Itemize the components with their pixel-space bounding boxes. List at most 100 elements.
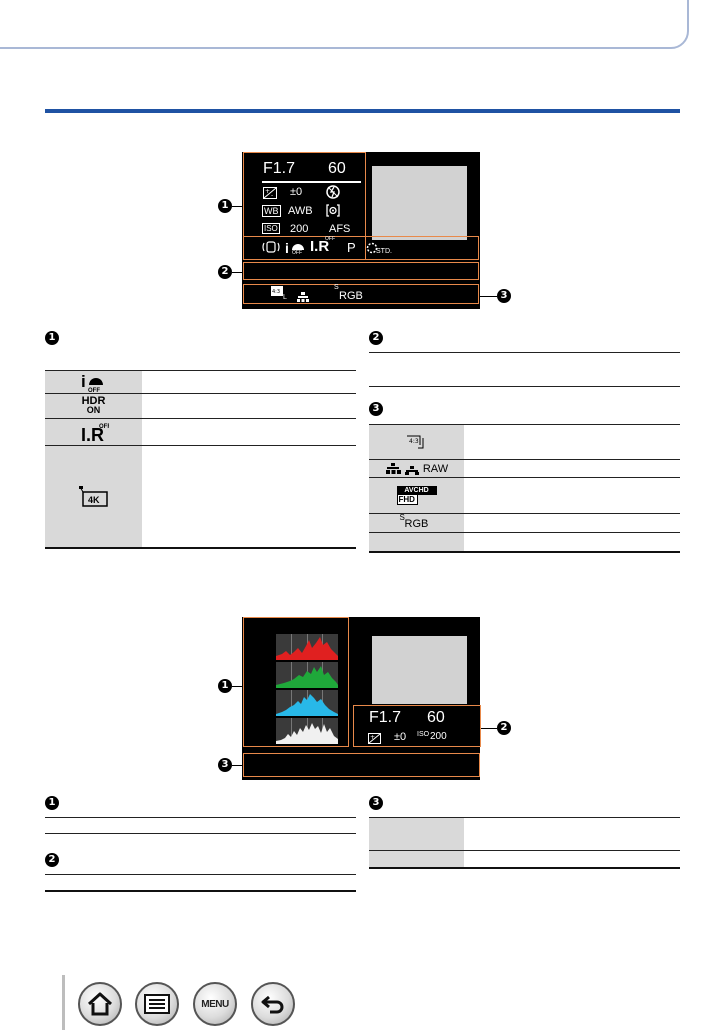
aperture-value: F1.7 <box>263 160 296 177</box>
table-icon-cell-srgb: S RGB <box>369 513 464 532</box>
table-icon-cell-4k: 4K <box>45 446 142 547</box>
table-icon-cell-avchd: AVCHD FHD <box>369 478 464 513</box>
intelligent-resolution-off-icon: I.R <box>310 238 330 255</box>
section-1-number-lower: 1 <box>45 796 59 810</box>
svg-text:4:3: 4:3 <box>409 438 419 445</box>
table-icon-cell-quality: RAW <box>369 460 464 477</box>
live-view-area-1 <box>372 166 467 240</box>
table-icon-cell-aspect: 4:3 <box>369 425 464 459</box>
callout-1-screen2: 1 <box>218 679 232 693</box>
home-icon <box>87 992 113 1016</box>
table-icon-cell-hdr: HDR ON <box>45 394 142 418</box>
focus-mode-value: AFS <box>329 223 351 235</box>
avchd-label: AVCHD <box>396 486 437 495</box>
svg-text:L: L <box>283 294 287 300</box>
callout-1-screen2-line <box>232 686 243 687</box>
white-balance-value: AWB <box>288 205 313 217</box>
lower-right-cell-1 <box>369 818 464 850</box>
info-highlight-box <box>353 705 481 747</box>
svg-text:OFF: OFF <box>99 424 109 430</box>
callout-3-line <box>479 296 497 297</box>
home-button[interactable] <box>78 982 122 1026</box>
section-1-number: 1 <box>45 331 59 345</box>
iso-value: 200 <box>290 223 309 235</box>
exposure-comp-value-2: ±0 <box>394 731 407 743</box>
lower-right-rule-b <box>369 850 680 851</box>
callout-1: 1 <box>218 199 232 213</box>
contents-button[interactable] <box>135 982 179 1026</box>
highlight-box-1b <box>243 236 479 260</box>
page-header-tab <box>0 0 689 49</box>
srgb-label: RGB <box>404 518 429 530</box>
histogram-green <box>276 662 338 688</box>
callout-1-line <box>232 206 243 207</box>
hdr-label: HDR <box>81 395 106 407</box>
lower-left-rule-b <box>45 833 356 834</box>
callout-2-screen2-line <box>481 728 497 729</box>
exposure-comp-icon: +- <box>263 186 277 199</box>
iso-label-2: ISO <box>417 731 430 738</box>
table-right-rule-d <box>369 459 680 460</box>
lower-left-rule-c <box>45 874 356 875</box>
lower-right-rule-a <box>369 817 680 818</box>
lower-right-cell-2 <box>369 851 464 867</box>
fhd-label: FHD <box>396 495 418 505</box>
table-right-rule-a <box>369 352 680 353</box>
table-left-rule-3 <box>45 445 356 446</box>
table-left-bottom-rule <box>45 547 356 549</box>
bottom-highlight-box <box>243 753 480 777</box>
svg-text:+: + <box>370 734 375 741</box>
callout-3-screen2: 3 <box>218 758 232 772</box>
stabilizer-icon <box>262 240 280 254</box>
quality-icon-table <box>385 462 419 475</box>
table-left-rule-2 <box>45 418 356 419</box>
lower-left-bottom-rule <box>45 890 356 892</box>
quality-icon <box>296 289 310 302</box>
nav-sidebar-bar <box>62 975 65 1030</box>
section-rule <box>45 109 680 113</box>
svg-text:i: i <box>81 372 86 391</box>
shutter-value-2: 60 <box>427 709 445 726</box>
callout-2: 2 <box>218 265 232 279</box>
aperture-value-2: F1.7 <box>369 709 402 726</box>
exposure-comp-value: ±0 <box>290 186 303 198</box>
table-left-top-rule <box>45 370 356 371</box>
section-2-number: 2 <box>369 331 383 345</box>
underline <box>262 181 361 183</box>
photo-style-icon <box>366 241 378 254</box>
svg-text:4K: 4K <box>88 495 100 505</box>
live-view-area-2 <box>372 636 467 704</box>
histogram-luminance <box>276 718 338 744</box>
menu-label: MENU <box>201 998 229 1010</box>
menu-button[interactable]: MENU <box>193 982 237 1026</box>
aspect-ratio-icon: 4:3 <box>406 435 423 449</box>
svg-text:4:3: 4:3 <box>272 289 280 295</box>
table-icon-cell-empty <box>369 533 464 551</box>
photo-style-label: STD. <box>376 248 392 255</box>
callout-3: 3 <box>497 289 511 303</box>
table-right-bottom-rule <box>369 551 680 553</box>
histogram-highlight-box <box>243 617 349 747</box>
iso-value-2: 200 <box>430 731 447 742</box>
svg-text:i: i <box>285 240 289 255</box>
histogram-red <box>276 634 338 660</box>
table-left-rule-1 <box>45 393 356 394</box>
callout-2-line <box>232 272 243 273</box>
off-label-2: OFF <box>325 236 335 242</box>
lower-left-rule-a <box>45 817 356 818</box>
table-right-rule-b <box>369 386 680 387</box>
lower-right-bottom-rule <box>369 867 680 869</box>
section-2-number-lower: 2 <box>45 853 59 867</box>
list-icon <box>144 994 170 1014</box>
table-right-rule-g <box>369 532 680 533</box>
flash-off-icon <box>326 185 340 199</box>
table-right-rule-c <box>369 424 680 425</box>
highlight-box-3 <box>243 284 479 304</box>
shutter-value: 60 <box>328 160 346 177</box>
back-button[interactable] <box>251 982 295 1026</box>
color-space-prefix: S <box>334 284 339 291</box>
